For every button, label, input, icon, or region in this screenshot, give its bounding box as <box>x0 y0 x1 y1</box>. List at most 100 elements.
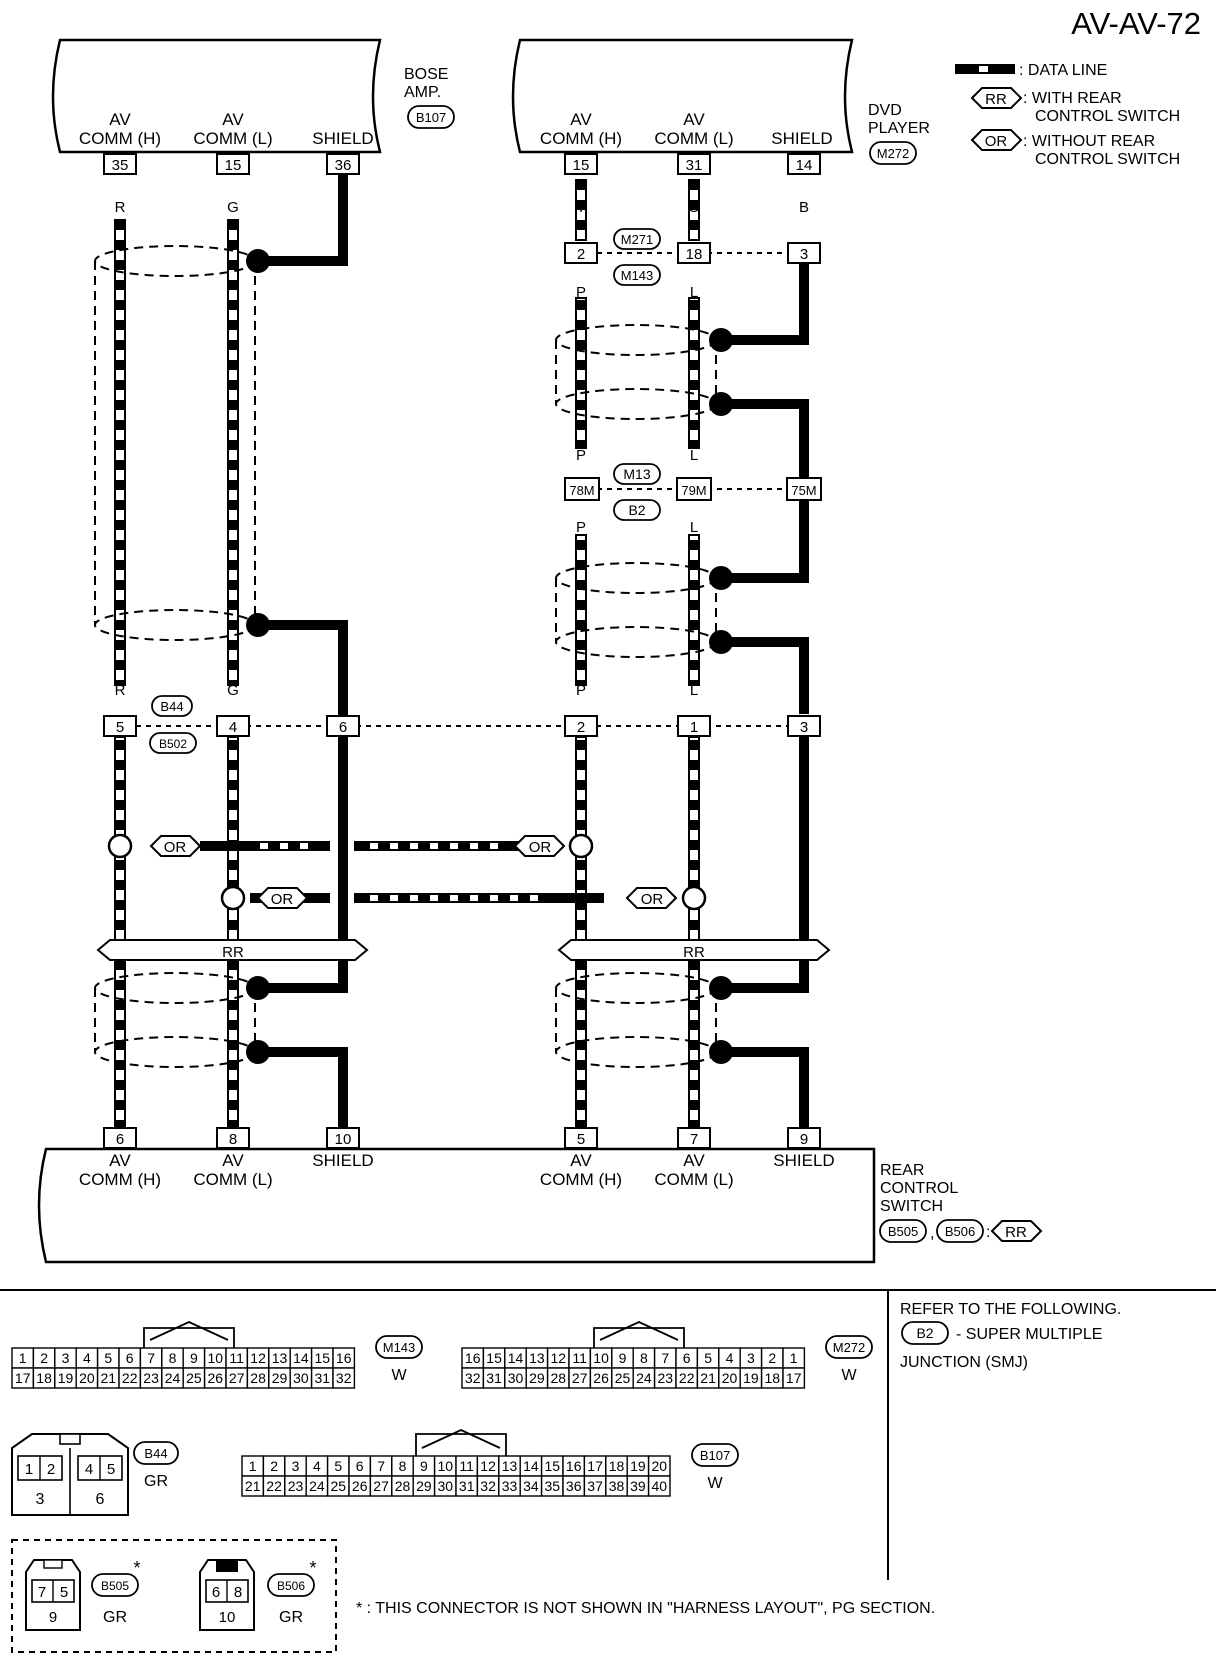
connector-m272-pin-label: 18 <box>765 1370 781 1386</box>
connector-m143-pin-label: 12 <box>250 1350 266 1366</box>
legend-rr-tag: RR <box>970 87 1023 109</box>
rear-pin-label: AV <box>222 1151 244 1170</box>
connector-m143-pin-label: 11 <box>229 1350 244 1366</box>
connector-m272-pin-label: 25 <box>615 1370 631 1386</box>
connector-m143-pin-label: 16 <box>336 1350 352 1366</box>
connector-b506-code: B506 * GR <box>267 1558 317 1626</box>
connector-m272-pin-label: 30 <box>508 1370 524 1386</box>
svg-text:15: 15 <box>573 157 590 174</box>
connector-m143-pin-label: 1 <box>19 1350 27 1366</box>
connector-m272-pin-label: 12 <box>551 1350 567 1366</box>
connector-m143-pin-label: 29 <box>272 1370 288 1386</box>
data-lines <box>114 179 700 1131</box>
connector-b107-pin-label: 37 <box>587 1478 603 1494</box>
connector-m272-cell <box>782 1367 806 1389</box>
connector-b505-code: B505 * GR <box>91 1558 141 1626</box>
connector-m143-pin-label: 4 <box>83 1350 91 1366</box>
bose-pin2-label: AV <box>222 110 244 129</box>
connector-b107-pin-label: 10 <box>438 1458 454 1474</box>
svg-text:M272: M272 <box>833 1340 866 1355</box>
rear-pin-label: SHIELD <box>312 1151 373 1170</box>
connector-b107-pin-label: 26 <box>352 1478 368 1494</box>
connector-b107-pin-label: 13 <box>502 1458 518 1474</box>
rear-pin-label: AV <box>683 1151 705 1170</box>
svg-text:P: P <box>576 447 586 464</box>
legend-rr-label: : WITH REAR <box>1023 90 1122 107</box>
connector-b107-pin-label: 18 <box>609 1458 625 1474</box>
svg-text:GR: GR <box>103 1609 127 1626</box>
rear-switch-pins: 6 8 10 5 7 9 <box>103 1127 821 1149</box>
svg-text:B506: B506 <box>277 1579 305 1593</box>
connector-b107-pin-label: 21 <box>245 1478 261 1494</box>
refer-code: B2 <box>901 1321 949 1345</box>
rear-switch-name-2: CONTROL <box>880 1180 958 1197</box>
svg-text:5: 5 <box>577 1131 585 1148</box>
svg-text:7: 7 <box>38 1584 46 1601</box>
connector-m272-pin-label: 10 <box>593 1350 609 1366</box>
connector-m272-pin-label: 3 <box>747 1350 755 1366</box>
svg-text:M13: M13 <box>623 466 650 482</box>
connector-b505-face: 7 5 9 <box>25 1559 81 1631</box>
connector-m143-pin-label: 17 <box>15 1370 31 1386</box>
connector-m272-code: M272 W <box>825 1335 873 1384</box>
rear-control-switch-box <box>37 1147 876 1264</box>
connector-m143-pin-label: 30 <box>293 1370 309 1386</box>
svg-text:10: 10 <box>335 1131 352 1148</box>
wire-color: G <box>227 199 239 216</box>
connector-b107-pin-label: 11 <box>459 1458 474 1474</box>
bose-pin1-label: AV <box>109 110 131 129</box>
svg-text:L: L <box>690 519 698 536</box>
connector-m143-pin-label: 20 <box>79 1370 95 1386</box>
connector-m143-pin-label: 32 <box>336 1370 352 1386</box>
svg-text:*: * <box>309 1558 316 1578</box>
svg-text:B505: B505 <box>101 1579 129 1593</box>
connector-b107-pin-label: 12 <box>480 1458 496 1474</box>
rear-switch-name: REAR <box>880 1162 924 1179</box>
connector-b107-pin-label: 30 <box>438 1478 454 1494</box>
connector-b107-pin-label: 3 <box>292 1458 300 1474</box>
connector-b44-code: B44 GR <box>133 1441 179 1490</box>
connector-m272-pin-label: 32 <box>465 1370 481 1386</box>
connector-b107-pin-label: 19 <box>630 1458 646 1474</box>
connector-m272-pin-label: 27 <box>572 1370 588 1386</box>
connector-b107-pin-label: 35 <box>545 1478 561 1494</box>
or-tag: OR <box>256 887 309 909</box>
svg-text:RR: RR <box>222 944 244 961</box>
svg-text:2: 2 <box>47 1461 55 1478</box>
connector-m272-pin-label: 17 <box>786 1370 802 1386</box>
svg-text:P: P <box>576 284 586 301</box>
bose-amp-name-2: AMP. <box>404 84 441 101</box>
refer-text-3: JUNCTION (SMJ) <box>900 1354 1028 1371</box>
shield-dots <box>246 249 733 1064</box>
rear-pin-label: AV <box>109 1151 131 1170</box>
connector-b107-pin-label: 34 <box>523 1478 539 1494</box>
legend-or-label: : WITHOUT REAR <box>1023 133 1155 150</box>
svg-text:31: 31 <box>686 157 703 174</box>
svg-text:8: 8 <box>229 1131 237 1148</box>
connector-b107-code: B107 W <box>691 1443 739 1492</box>
connector-b107-pin-label: 7 <box>377 1458 385 1474</box>
svg-text:GR: GR <box>279 1609 303 1626</box>
svg-text:1: 1 <box>25 1461 33 1478</box>
svg-text:B2: B2 <box>916 1325 933 1341</box>
svg-text:W: W <box>391 1367 407 1384</box>
connector-m272-pin-label: 23 <box>658 1370 674 1386</box>
connector-b107-pin-label: 20 <box>652 1458 668 1474</box>
svg-text:6: 6 <box>339 719 347 736</box>
connector-m272-pin-label: 26 <box>593 1370 609 1386</box>
connector-m143-pin-label: 3 <box>62 1350 70 1366</box>
connector-b107-pin-label: 4 <box>313 1458 321 1474</box>
legend-or-tag: OR <box>970 129 1023 151</box>
connector-b107-pin-label: 33 <box>502 1478 518 1494</box>
svg-text:B502: B502 <box>159 737 187 751</box>
shield-wires <box>260 164 809 1130</box>
svg-text:B107: B107 <box>416 110 446 125</box>
connector-m272-pin-label: 4 <box>726 1350 734 1366</box>
connector-b107-pin-label: 1 <box>249 1458 257 1474</box>
rear-switch-name-3: SWITCH <box>880 1198 943 1215</box>
svg-text:2: 2 <box>577 719 585 736</box>
connector-b107-pin-label: 40 <box>652 1478 668 1494</box>
connector-b107-pin-label: 2 <box>270 1458 278 1474</box>
